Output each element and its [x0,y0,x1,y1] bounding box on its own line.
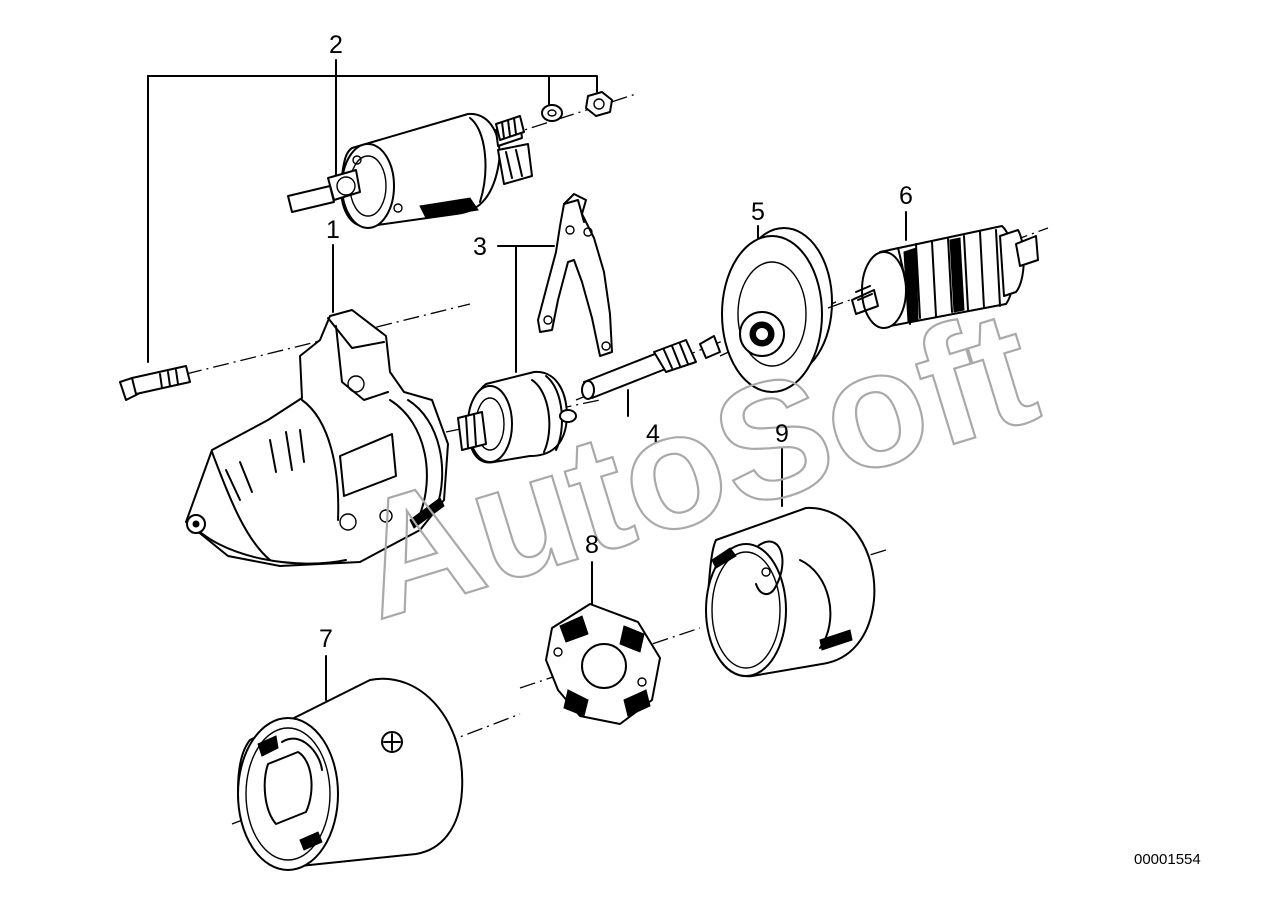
callout-5: 5 [751,198,765,226]
callout-1: 1 [326,216,340,244]
part-8-brush-holder[interactable] [519,561,701,725]
callout-2: 2 [329,31,343,59]
part-1-drive-end-housing[interactable] [119,244,471,567]
part-7-commutator-end-housing[interactable] [231,655,521,871]
part-6-armature[interactable] [827,211,1049,329]
watermark-text: AutoSoft [334,274,1054,654]
part-2-solenoid[interactable] [147,59,637,363]
callout-3: 3 [473,233,487,261]
callout-8: 8 [585,531,599,559]
part-4-drive-shaft[interactable] [575,335,731,417]
part-5-intermediate-bearing[interactable] [719,225,841,393]
part-9-pole-housing[interactable] [705,447,887,678]
part-3-drive-assembly[interactable] [445,193,613,464]
callout-7: 7 [319,625,333,653]
diagram-id: 00001554 [1134,851,1201,868]
callout-6: 6 [899,182,913,210]
callout-9: 9 [775,420,789,448]
callout-4: 4 [646,420,660,448]
